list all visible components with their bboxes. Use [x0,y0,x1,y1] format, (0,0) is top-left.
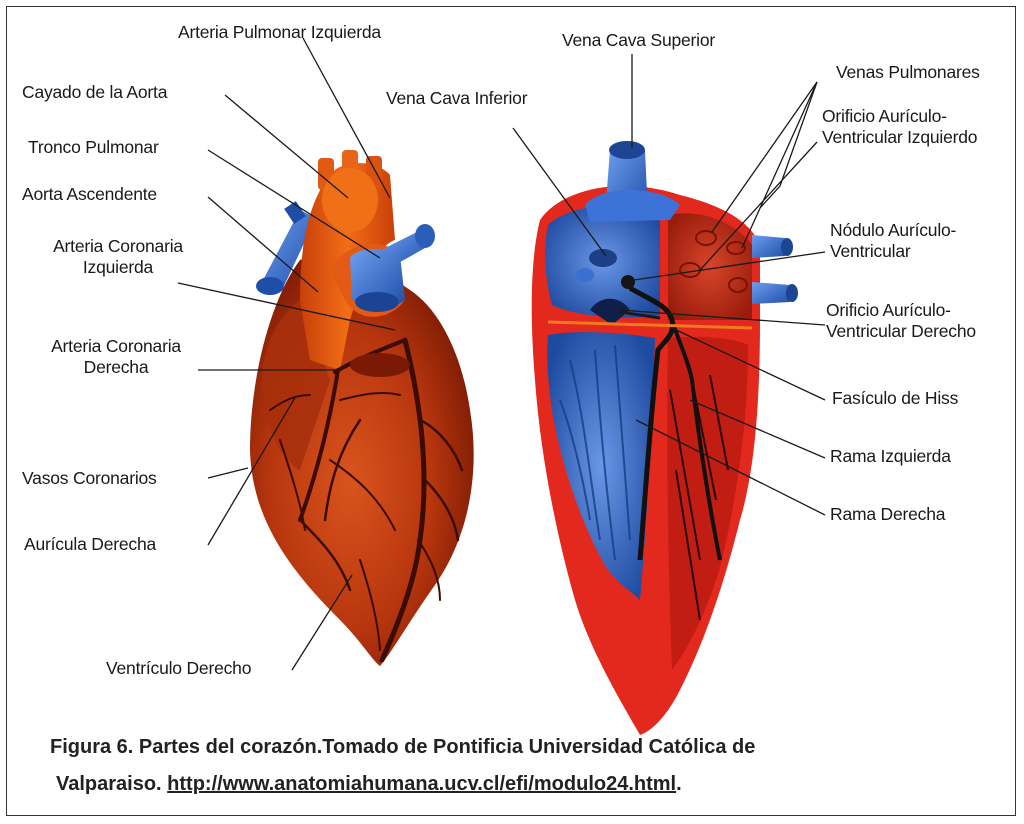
label-vena-cava-superior: Vena Cava Superior [562,30,715,51]
label-vasos-coronarios: Vasos Coronarios [22,468,157,489]
label-rama-izquierda: Rama Izquierda [830,446,951,467]
label-cayado-aorta: Cayado de la Aorta [22,82,167,103]
label-line: Arteria Coronaria [36,336,196,357]
label-fasciculo-hiss: Fasículo de Hiss [832,388,958,409]
label-aorta-ascendente: Aorta Ascendente [22,184,157,205]
label-line: Derecha [36,357,196,378]
source-link[interactable]: http://www.anatomiahumana.ucv.cl/efi/mod… [167,773,676,795]
label-orificio-av-izquierdo: Orificio Aurículo- Ventricular Izquierdo [822,106,977,148]
label-line: Ventricular Derecho [826,321,976,342]
figure-caption-line-2: Valparaiso. http://www.anatomiahumana.uc… [56,773,682,796]
label-line: Orificio Aurículo- [822,106,977,127]
label-vena-cava-inferior: Vena Cava Inferior [386,88,527,109]
caption-prefix: Valparaiso. [56,773,167,795]
label-line: Orificio Aurículo- [826,300,976,321]
label-auricula-derecha: Aurícula Derecha [24,534,156,555]
label-line: Arteria Coronaria [38,236,198,257]
label-arteria-pulmonar-izquierda: Arteria Pulmonar Izquierda [178,22,381,43]
label-arteria-coronaria-izquierda: Arteria Coronaria Izquierda [38,236,198,278]
label-venas-pulmonares: Venas Pulmonares [836,62,980,83]
external-heart [250,150,474,666]
label-tronco-pulmonar: Tronco Pulmonar [28,137,159,158]
label-line: Ventricular [830,241,956,262]
sectioned-heart [532,141,798,735]
label-line: Ventricular Izquierdo [822,127,977,148]
label-arteria-coronaria-derecha: Arteria Coronaria Derecha [36,336,196,378]
caption-suffix: . [676,773,682,795]
label-rama-derecha: Rama Derecha [830,504,945,525]
label-ventriculo-derecho: Ventrículo Derecho [106,658,251,679]
label-line: Izquierda [38,257,198,278]
label-line: Nódulo Aurículo- [830,220,956,241]
figure-caption-line-1: Figura 6. Partes del corazón.Tomado de P… [50,736,755,759]
label-orificio-av-derecho: Orificio Aurículo- Ventricular Derecho [826,300,976,342]
label-nodulo-av: Nódulo Aurículo- Ventricular [830,220,956,262]
